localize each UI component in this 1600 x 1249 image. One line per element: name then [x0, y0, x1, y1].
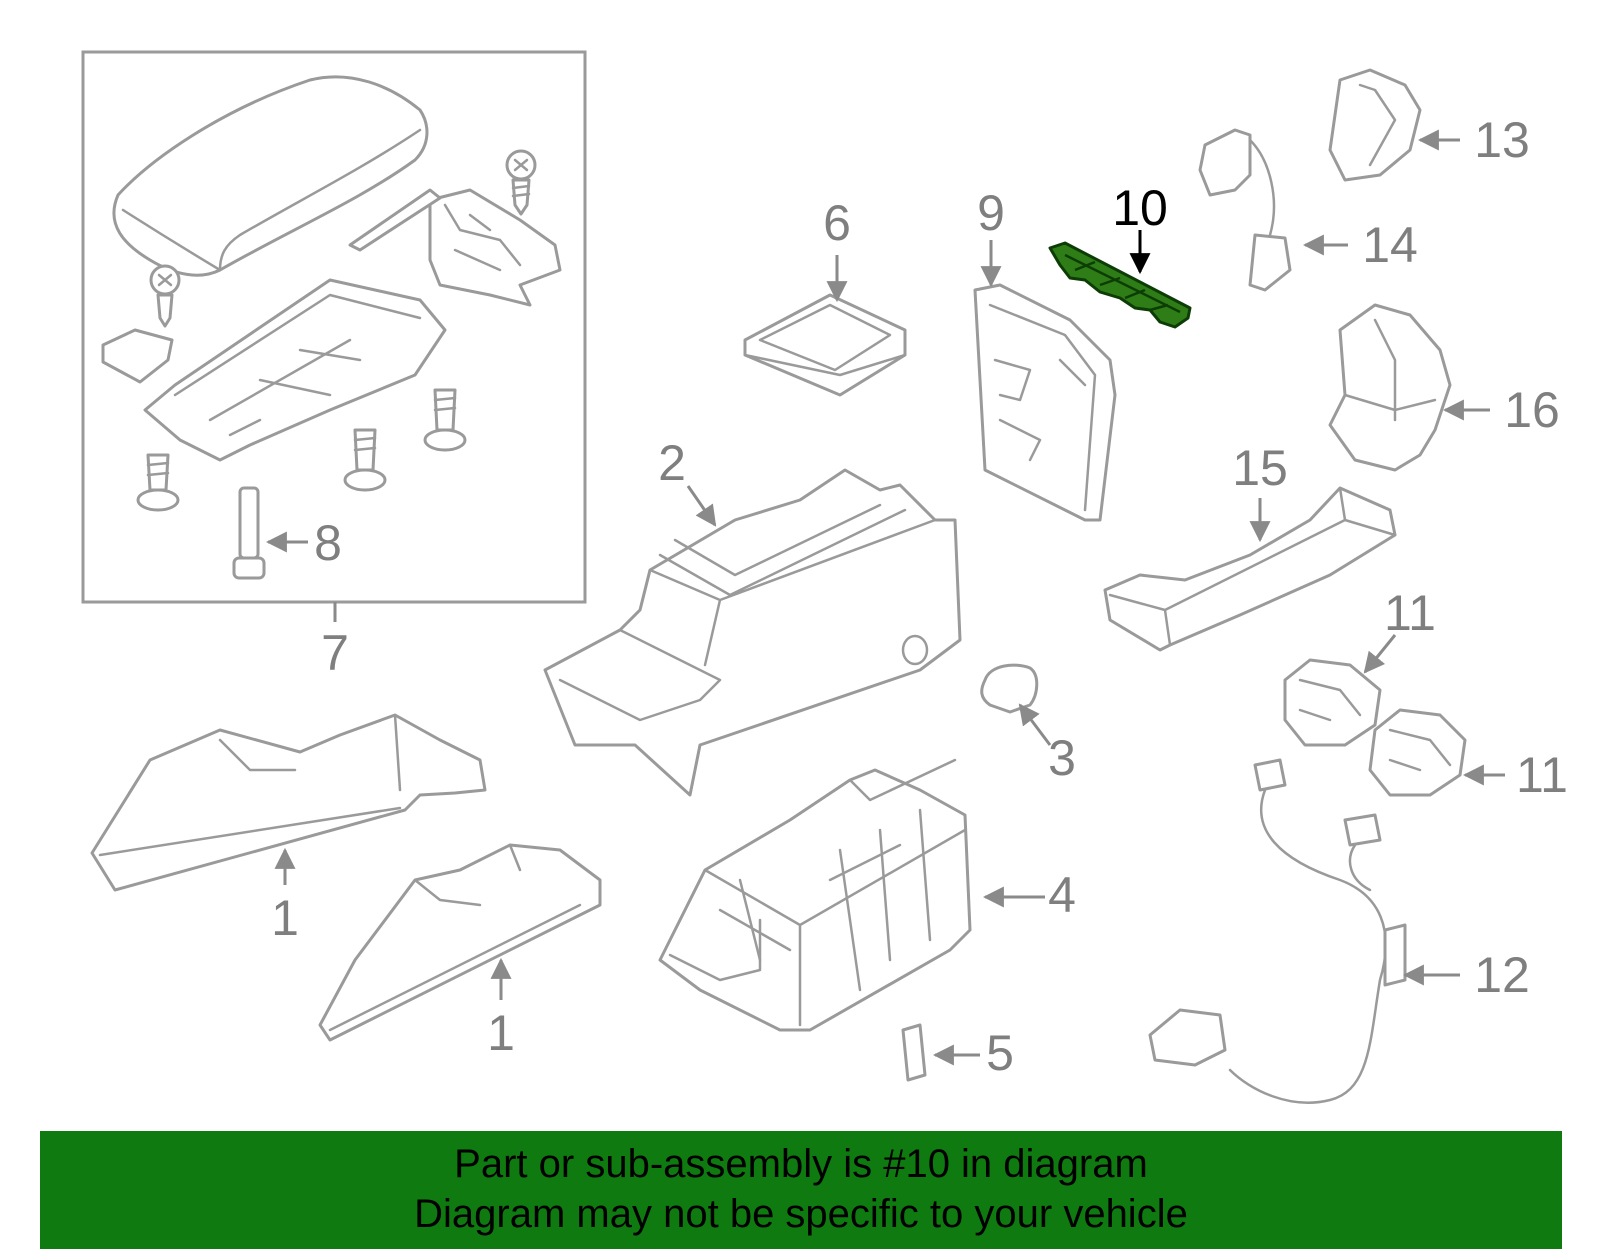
screw-top [505, 149, 537, 216]
switch-part-11-lower [1368, 708, 1467, 797]
vent-part-13 [1328, 68, 1422, 182]
callout-12: 12 [1474, 947, 1530, 1003]
bolt-3 [423, 388, 467, 452]
leader-lines [265, 129, 1505, 1066]
screw-left [149, 264, 181, 328]
callout-5: 5 [986, 1025, 1014, 1081]
callout-1-lower: 1 [487, 1005, 515, 1061]
armrest-base [143, 278, 447, 462]
callout-16: 16 [1504, 382, 1560, 438]
callout-10: 10 [1112, 180, 1168, 236]
callout-4: 4 [1048, 867, 1076, 923]
callout-6: 6 [823, 195, 851, 251]
wire-harness-part-12 [1148, 758, 1407, 1104]
switch-part-11-upper [1283, 658, 1382, 747]
air-duct-part-15 [1103, 486, 1397, 652]
banner-line-1: Part or sub-assembly is #10 in diagram [454, 1142, 1148, 1186]
callout-3: 3 [1048, 730, 1076, 786]
clip-part-5 [901, 1023, 927, 1082]
side-trim-part-1-upper [90, 713, 487, 892]
side-trim-part-1-lower [318, 843, 602, 1042]
highlighted-part-10 [1048, 241, 1192, 329]
callout-11-upper: 11 [1384, 585, 1436, 641]
console-bin-part-4 [658, 758, 972, 1032]
armrest-hinge [348, 188, 562, 307]
console-panel-part-9 [973, 283, 1117, 522]
bolt-2 [343, 428, 387, 492]
bracket-small [101, 328, 174, 384]
storage-tray-part-6 [743, 293, 907, 397]
callout-15: 15 [1232, 440, 1288, 496]
callout-14: 14 [1362, 217, 1418, 273]
callout-8: 8 [314, 515, 342, 571]
armrest-lid [112, 75, 429, 277]
callout-13: 13 [1474, 112, 1530, 168]
callout-9: 9 [977, 185, 1005, 241]
cap-part-3 [980, 663, 1039, 714]
duct-housing-part-16 [1328, 303, 1452, 472]
callout-11-lower: 11 [1516, 747, 1568, 803]
bolt-1 [136, 453, 180, 512]
callout-1-upper: 1 [271, 890, 299, 946]
info-banner: Part or sub-assembly is #10 in diagram D… [40, 1131, 1562, 1249]
center-console-part-2 [543, 468, 962, 797]
banner-line-2: Diagram may not be specific to your vehi… [414, 1192, 1188, 1236]
callout-7: 7 [321, 625, 349, 681]
callout-2: 2 [658, 435, 686, 491]
pin-part-8 [232, 486, 266, 580]
connector-part-14 [1198, 128, 1292, 292]
